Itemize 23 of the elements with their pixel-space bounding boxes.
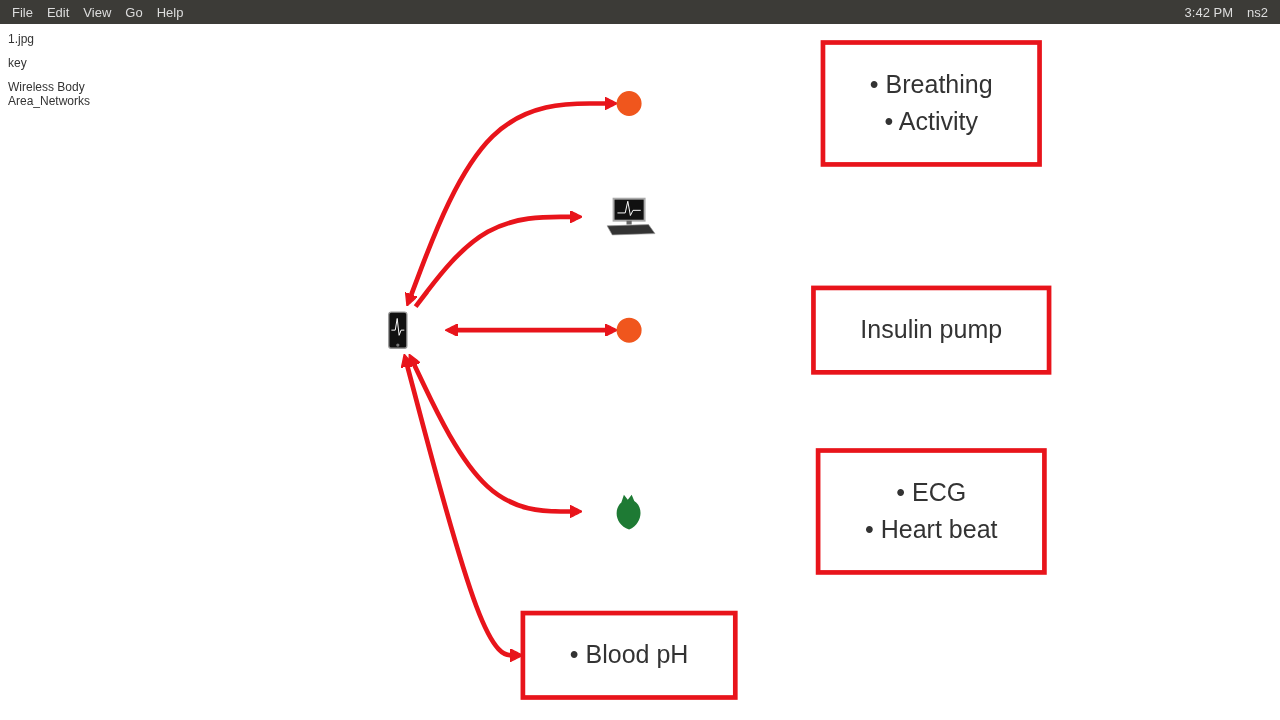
node-box: • Breathing • Activity — [820, 40, 1042, 167]
node-circle — [616, 317, 642, 343]
arrow — [404, 96, 618, 307]
node-box: Insulin pump — [811, 285, 1052, 375]
menu-item: Edit — [46, 4, 70, 20]
desktop-icon-label: key — [8, 56, 28, 70]
menu-item: File — [12, 4, 33, 20]
arrow — [413, 209, 583, 309]
desktop-icon-label: 1.jpg — [8, 32, 36, 46]
menu-item: Help — [156, 4, 184, 20]
node-box: • Blood pH — [520, 610, 738, 700]
desktop-icon-label: Wireless Body Area_Networks — [8, 80, 92, 108]
arrow — [408, 353, 583, 519]
menu-item: Go — [125, 4, 143, 20]
status-text: 3:42 PM — [1184, 4, 1234, 20]
phone-drawing — [388, 311, 408, 349]
menu-item: View — [83, 4, 112, 20]
status-text: ns2 — [1247, 4, 1268, 20]
computer-drawing — [606, 197, 656, 236]
node-circle — [616, 90, 642, 116]
node-box: • ECG • Heart beat — [815, 448, 1047, 575]
heart-drawing — [616, 494, 641, 530]
arrow — [444, 323, 618, 337]
